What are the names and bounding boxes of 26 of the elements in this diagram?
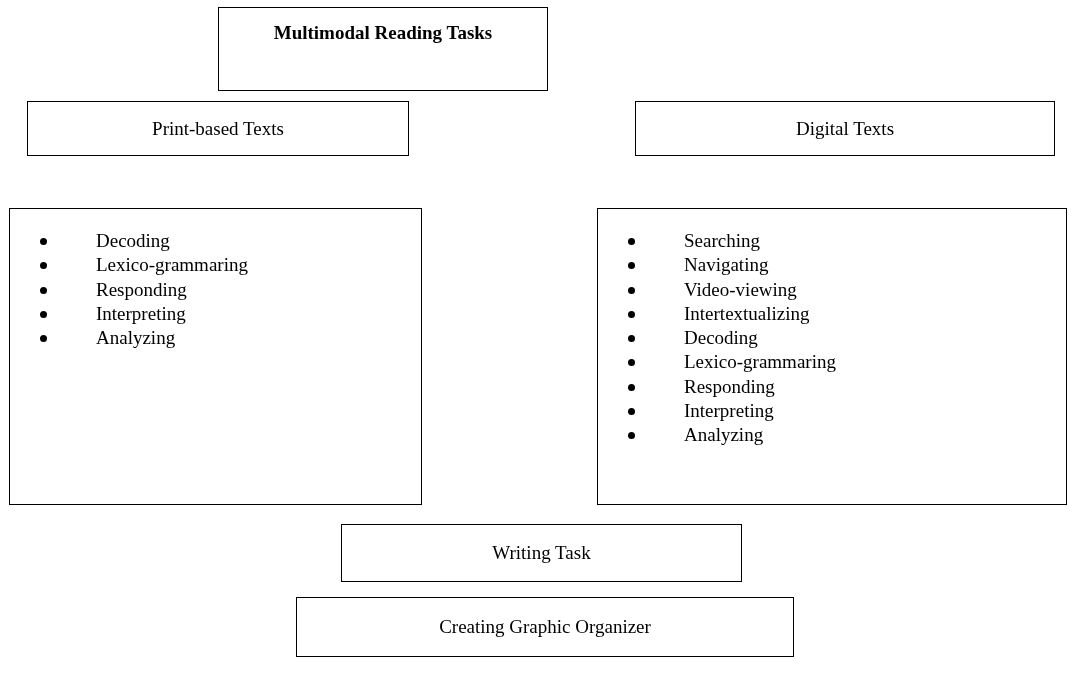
list-item-text: Navigating — [684, 253, 769, 278]
list-item-text: Interpreting — [96, 301, 186, 326]
list-item-text: Intertextualizing — [684, 301, 810, 326]
list-item-text: Decoding — [684, 326, 758, 351]
category-box — [635, 101, 1055, 156]
task-list-box — [597, 208, 1067, 505]
list-item-text: Lexico-grammaring — [96, 253, 248, 278]
box-label: Print-based Texts — [152, 117, 284, 140]
list-item-text: Responding — [684, 374, 775, 399]
list-item-text: Video-viewing — [684, 277, 797, 302]
list-item-text: Decoding — [96, 229, 170, 253]
title-box — [218, 7, 548, 91]
list-item-text: Lexico-grammaring — [684, 350, 836, 375]
category-box — [296, 597, 794, 657]
list-item-text: Responding — [96, 277, 187, 302]
category-box — [27, 101, 409, 156]
title-text: Multimodal Reading Tasks — [273, 22, 493, 44]
box-label: Creating Graphic Organizer — [439, 616, 651, 638]
box-label: Digital Texts — [795, 117, 895, 140]
list-item-text: Analyzing — [96, 326, 176, 351]
list-item-text: Searching — [684, 229, 760, 253]
task-list-box — [9, 208, 422, 505]
category-box — [341, 524, 742, 582]
list-item-text: Analyzing — [684, 423, 764, 448]
list-item-text: Interpreting — [684, 399, 774, 424]
box-label: Writing Task — [492, 542, 591, 564]
